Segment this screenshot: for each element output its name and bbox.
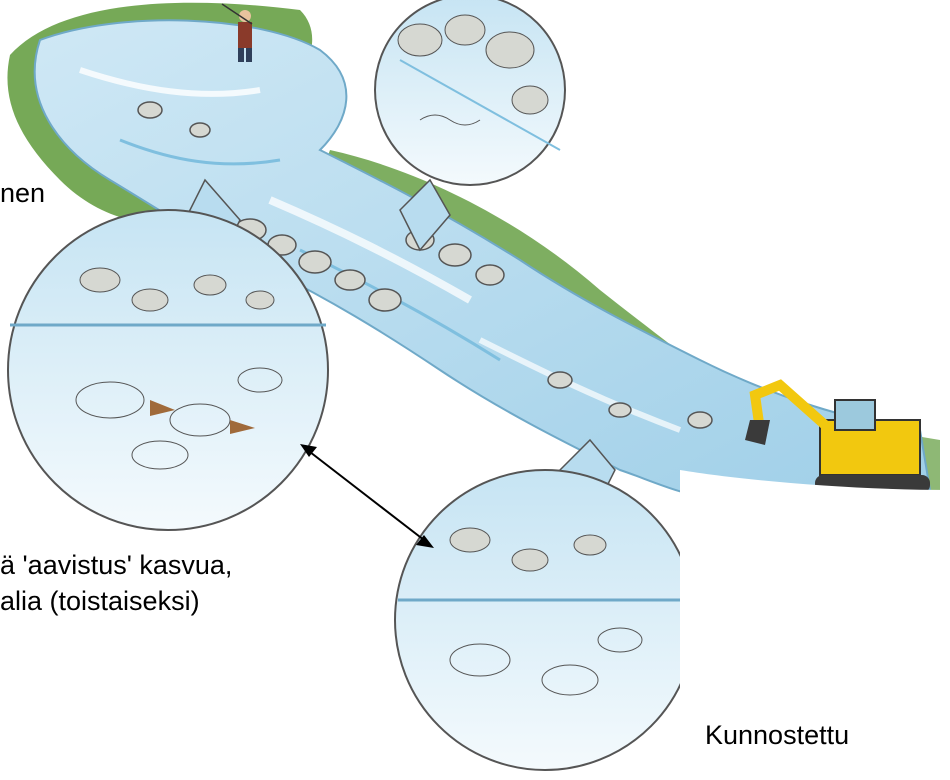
detail-circle-bottom xyxy=(395,440,695,770)
label-partial-middle-line1: ä 'aavistus' kasvua, xyxy=(0,548,232,582)
double-arrow xyxy=(300,444,434,548)
label-partial-middle-line2: alia (toistaiseksi) xyxy=(0,584,200,618)
label-restored: Kunnostettu xyxy=(705,718,849,752)
label-partial-top-left: nen xyxy=(0,176,45,210)
